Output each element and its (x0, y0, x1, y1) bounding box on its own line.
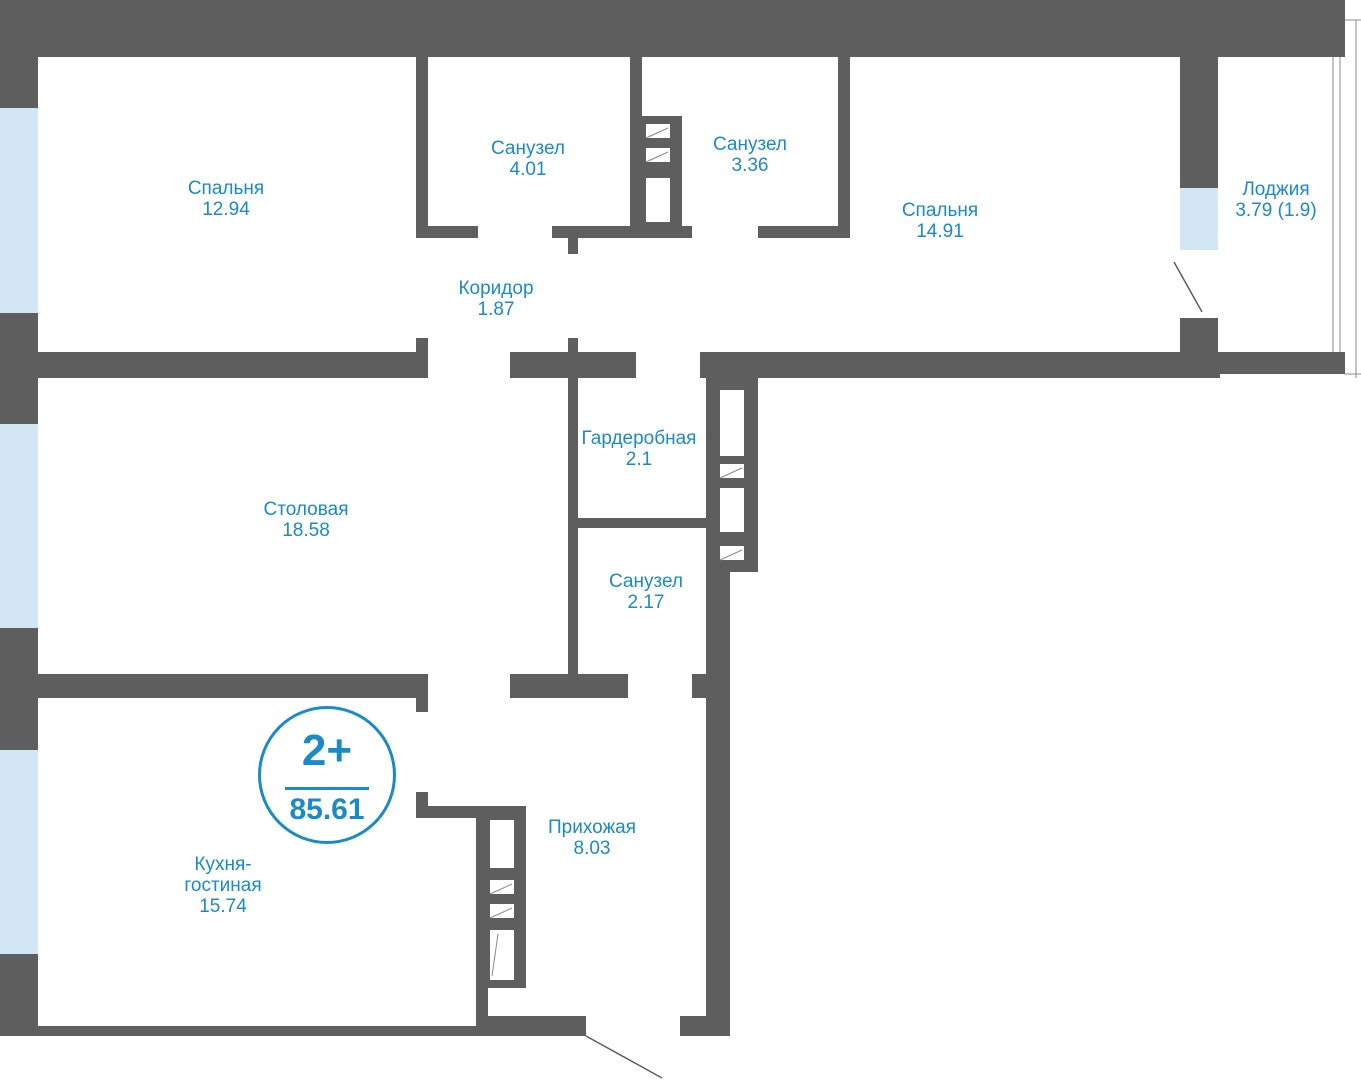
wall-kitchen-divider (476, 988, 488, 1036)
wall-bottom-kitchen (0, 1026, 478, 1036)
wall-corridor-post (568, 338, 578, 352)
wall-dining-bottom (38, 674, 428, 698)
wall-loggia-bottom (1218, 352, 1345, 374)
wall-bath2-right (838, 57, 850, 238)
wall-bedroom1-right-top (416, 57, 428, 237)
wall-corridor-bottom-1 (510, 352, 636, 378)
wall-bedroom1-right-bottom (416, 338, 428, 352)
wall-loggia-side-top (1180, 57, 1218, 188)
wall-bath1-right (630, 57, 642, 238)
wall-bath1-bottom (552, 226, 692, 238)
apartment-badge: 2+ 85.61 (258, 706, 396, 844)
wall-top (0, 0, 1345, 57)
wall-wardrobe-bottom (578, 518, 708, 528)
wall-right-upper (700, 352, 1220, 378)
wall-bedroom1-right-stub (416, 226, 478, 238)
wall-left-2 (0, 313, 38, 424)
window-dining (0, 424, 38, 628)
wall-dining-bottom-2 (510, 674, 628, 698)
badge-total-area: 85.61 (289, 793, 365, 826)
wall-left-4 (0, 954, 38, 1036)
wall-top-right-edge (1332, 0, 1345, 57)
wall-bath-divider-post (568, 226, 578, 254)
window-loggia-inner (1180, 188, 1218, 250)
wall-bottom-entry-left (478, 1016, 586, 1036)
door-entry (585, 1035, 663, 1079)
wall-kitchen-stub (416, 698, 428, 712)
badge-room-count: 2+ (301, 726, 353, 775)
wall-left-1 (0, 0, 38, 108)
wall-wardrobe-left (568, 378, 578, 698)
badge-divider (285, 787, 369, 790)
window-kitchen (0, 750, 38, 954)
wall-loggia-side-bottom (1180, 318, 1218, 352)
wall-bath2-bottom (758, 226, 850, 238)
door-loggia (1173, 261, 1203, 313)
wall-bath3-stub (692, 674, 708, 698)
window-bedroom (0, 108, 38, 313)
wall-bedroom1-bottom (38, 352, 428, 378)
wall-left-3 (0, 628, 38, 750)
